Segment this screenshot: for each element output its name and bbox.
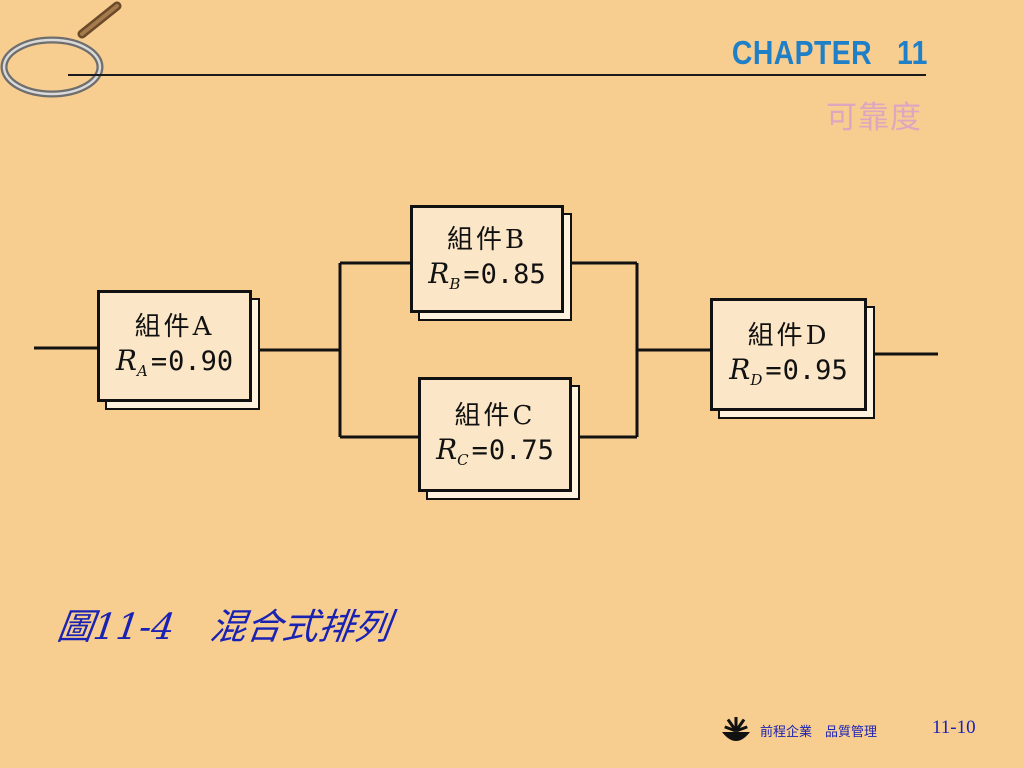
header-rule — [68, 74, 926, 76]
component-a-block: 組件A R A = 0.90 — [97, 290, 260, 410]
company-logo-icon — [722, 717, 750, 741]
component-d-face: 組件D R D = 0.95 — [710, 298, 867, 411]
component-d-block: 組件D R D = 0.95 — [710, 298, 875, 419]
component-b-block: 組件B R B = 0.85 — [410, 205, 572, 321]
component-d-value: 0.95 — [782, 354, 848, 386]
component-b-reliability: R B = 0.85 — [428, 257, 546, 293]
component-b-face: 組件B R B = 0.85 — [410, 205, 564, 313]
component-c-value: 0.75 — [488, 434, 554, 466]
component-b-label: 組件B — [446, 225, 528, 255]
component-d-label: 組件D — [747, 320, 830, 351]
chapter-title: CHAPTER 11 — [732, 34, 928, 71]
component-d-reliability: R D = 0.95 — [729, 352, 848, 389]
chapter-subtitle: 可靠度 — [826, 100, 922, 136]
magnifier-icon — [0, 1, 122, 98]
component-c-reliability: R C = 0.75 — [436, 432, 554, 469]
component-a-label: 組件A — [134, 312, 215, 342]
component-a-reliability: R A = 0.90 — [115, 344, 234, 380]
footer-company: 前程企業 品質管理 — [760, 725, 878, 740]
component-c-block: 組件C R C = 0.75 — [418, 377, 580, 500]
page-number: 11-10 — [932, 717, 976, 738]
component-a-face: 組件A R A = 0.90 — [97, 290, 252, 402]
component-c-label: 組件C — [454, 400, 536, 431]
component-a-value: 0.90 — [168, 346, 234, 377]
figure-caption: 圖11-4 混合式排列 — [54, 607, 394, 648]
component-c-face: 組件C R C = 0.75 — [418, 377, 572, 492]
component-b-value: 0.85 — [480, 259, 546, 290]
